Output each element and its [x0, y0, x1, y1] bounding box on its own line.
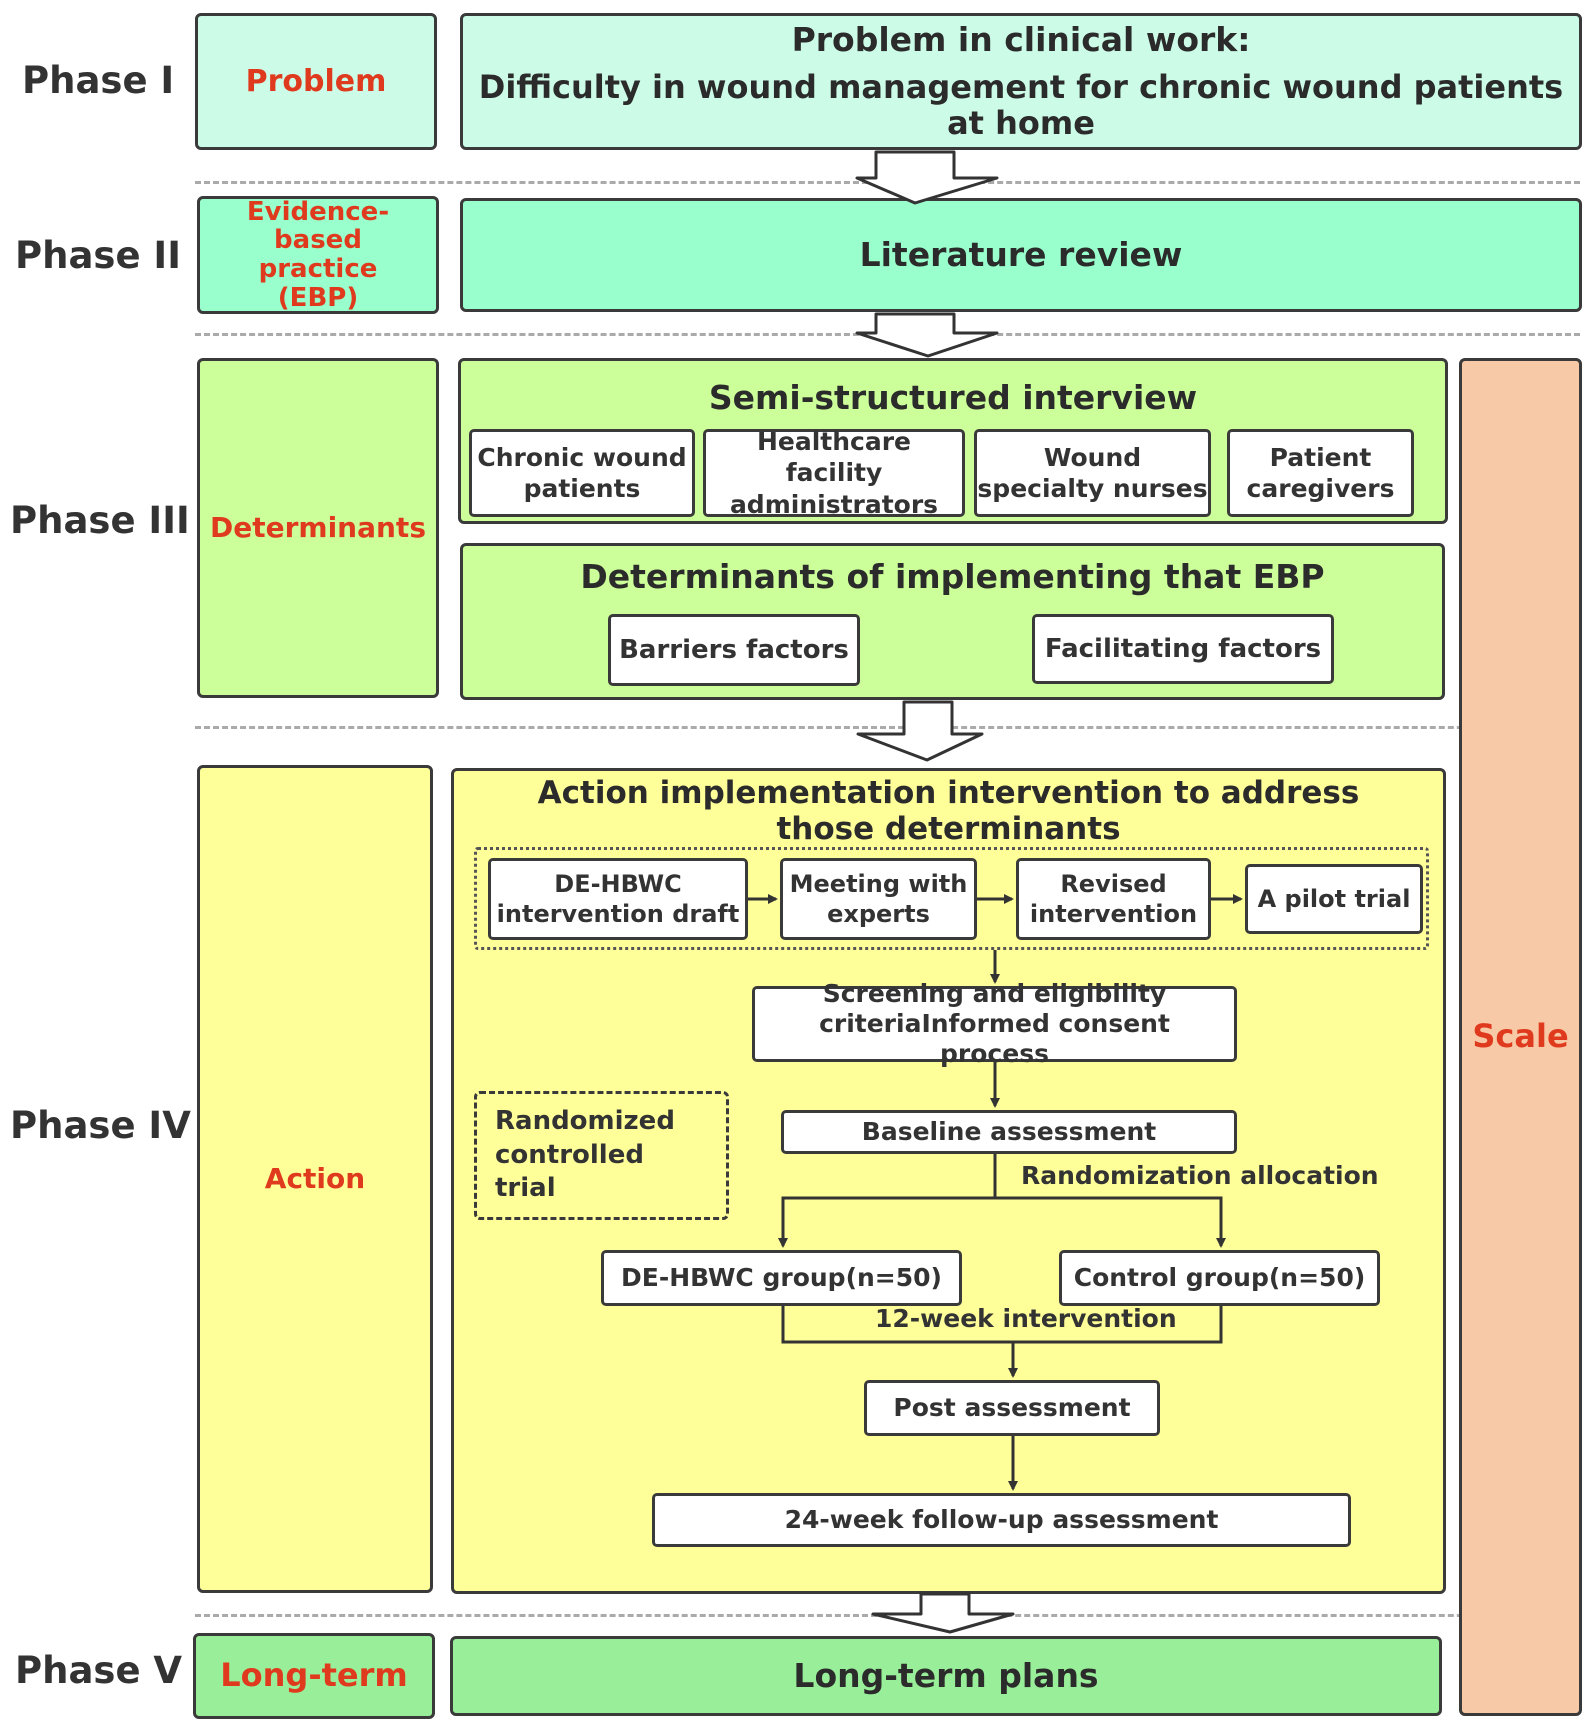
intervention-development-group — [474, 847, 1429, 950]
phase-5-label: Phase V — [15, 1648, 183, 1692]
phase-arrow-4-5 — [871, 1592, 1015, 1634]
step-intervention-draft: DE-HBWC intervention draft — [488, 858, 748, 940]
interviewee-patient-caregivers: Patient caregivers — [1227, 429, 1414, 517]
randomization-split — [778, 1154, 997, 1248]
phase-1-content-box: Problem in clinical work: Difficulty in … — [460, 13, 1582, 150]
step-revised-intervention: Revised intervention — [1016, 858, 1211, 940]
phase-1-content-line1: Problem in clinical work: — [791, 19, 1251, 59]
interviewee-chronic-wound-patients: Chronic wound patients — [469, 429, 695, 517]
intervention-duration-label: 12-week intervention — [875, 1304, 1177, 1333]
phase-5-content: Long-term plans — [793, 1656, 1099, 1696]
step-meeting-experts: Meeting with experts — [780, 858, 977, 940]
post-assessment-box: Post assessment — [864, 1380, 1160, 1436]
phase-2-category-box: Evidence-based practice (EBP) — [197, 196, 439, 314]
phase-1-content-line2: Difficulty in wound management for chron… — [478, 67, 1564, 143]
group-de-hbwc-box: DE-HBWC group(n=50) — [601, 1250, 962, 1306]
randomization-split-right — [995, 1196, 1226, 1248]
phase-arrow-1-2 — [855, 150, 999, 205]
action-title: Action implementation intervention to ad… — [537, 775, 1360, 847]
phase-4-label: Phase IV — [10, 1103, 191, 1147]
groups-merge — [781, 1306, 1223, 1344]
phase-2-label: Phase II — [15, 233, 181, 277]
scale-bar: Scale — [1459, 358, 1582, 1716]
phase-2-category: Evidence-based practice (EBP) — [246, 196, 390, 313]
scale-label: Scale — [1472, 1017, 1569, 1056]
randomization-label: Randomization allocation — [1021, 1161, 1379, 1190]
step-pilot-trial: A pilot trial — [1245, 864, 1423, 934]
rct-label: Randomized controlled trial — [495, 1105, 675, 1204]
phase-1-category-box: Problem — [195, 13, 437, 150]
phase-3-label: Phase III — [10, 498, 190, 542]
phase-4-category-box: Action — [197, 765, 433, 1593]
interview-title: Semi-structured interview — [708, 378, 1198, 417]
barriers-factors-box: Barriers factors — [608, 614, 860, 686]
phase-5-category-box: Long-term — [193, 1633, 435, 1719]
determinants-title: Determinants of implementing that EBP — [580, 557, 1325, 596]
phase-5-content-box: Long-term plans — [450, 1636, 1442, 1716]
phase-arrow-2-3 — [855, 312, 999, 358]
phase-2-content-box: Literature review — [460, 198, 1582, 312]
phase-5-category: Long-term — [220, 1656, 408, 1695]
rct-label-box: Randomized controlled trial — [474, 1091, 729, 1220]
phase-3-category-box: Determinants — [197, 358, 439, 698]
separator-3 — [195, 726, 1580, 729]
phase-1-category: Problem — [245, 64, 387, 99]
phase-2-content: Literature review — [859, 235, 1183, 275]
phase-arrow-3-4 — [856, 700, 984, 762]
baseline-box: Baseline assessment — [781, 1110, 1237, 1154]
interviewee-healthcare-administrators: Healthcare facility administrators — [703, 427, 965, 519]
phase-4-category: Action — [264, 1161, 366, 1195]
interviewee-wound-specialty-nurses: Wound specialty nurses — [974, 429, 1211, 517]
group-control-box: Control group(n=50) — [1059, 1250, 1380, 1306]
phase-1-label: Phase I — [22, 58, 175, 102]
phase-3-category: Determinants — [209, 510, 426, 544]
followup-assessment-box: 24-week follow-up assessment — [652, 1493, 1351, 1547]
facilitating-factors-box: Facilitating factors — [1032, 614, 1334, 684]
